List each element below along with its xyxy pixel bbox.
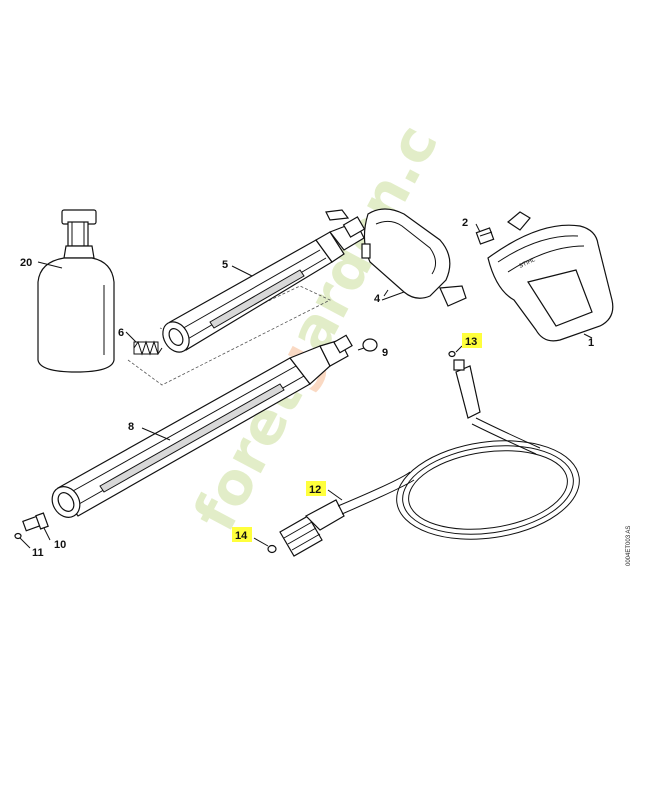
part-2-clip: [475, 211, 531, 245]
part-9-o-ring: [362, 338, 378, 352]
callout-13: 13: [465, 336, 477, 348]
callout-10: 10: [54, 539, 66, 551]
part-8-long-lance: [51, 334, 353, 518]
leader-lines: [19, 223, 593, 549]
callout-9: 9: [382, 347, 388, 359]
part-11-o-ring: [14, 532, 22, 540]
part-13-o-ring: [448, 350, 456, 358]
reference-code: 0004ET003 AS: [626, 526, 632, 566]
callout-4: 4: [374, 293, 381, 305]
part-12-hose: [279, 359, 580, 557]
callout-6: 6: [118, 327, 124, 339]
callout-5: 5: [222, 259, 228, 271]
part-4-gun-body: [325, 208, 467, 307]
callout-12: 12: [309, 484, 321, 496]
part-10-nozzle: [22, 512, 49, 532]
highlight-12: [306, 481, 326, 496]
callout-8: 8: [128, 421, 134, 433]
callout-2: 2: [462, 217, 468, 229]
part-1-handle: STIHL: [487, 224, 614, 342]
callout-14: 14: [235, 530, 248, 542]
callout-11: 11: [32, 547, 44, 559]
callouts: 20 6 5 8 9 4 2 1 10 11 12 13 14: [20, 217, 594, 559]
highlight-14: [232, 527, 252, 542]
callout-20: 20: [20, 257, 32, 269]
part-14-o-ring: [267, 544, 277, 554]
part-20-detergent-bottle: [37, 209, 115, 373]
part-6-spring: [133, 340, 163, 356]
part-5-lance: [162, 216, 366, 353]
highlight-13: [462, 333, 482, 348]
callout-1: 1: [588, 337, 594, 349]
